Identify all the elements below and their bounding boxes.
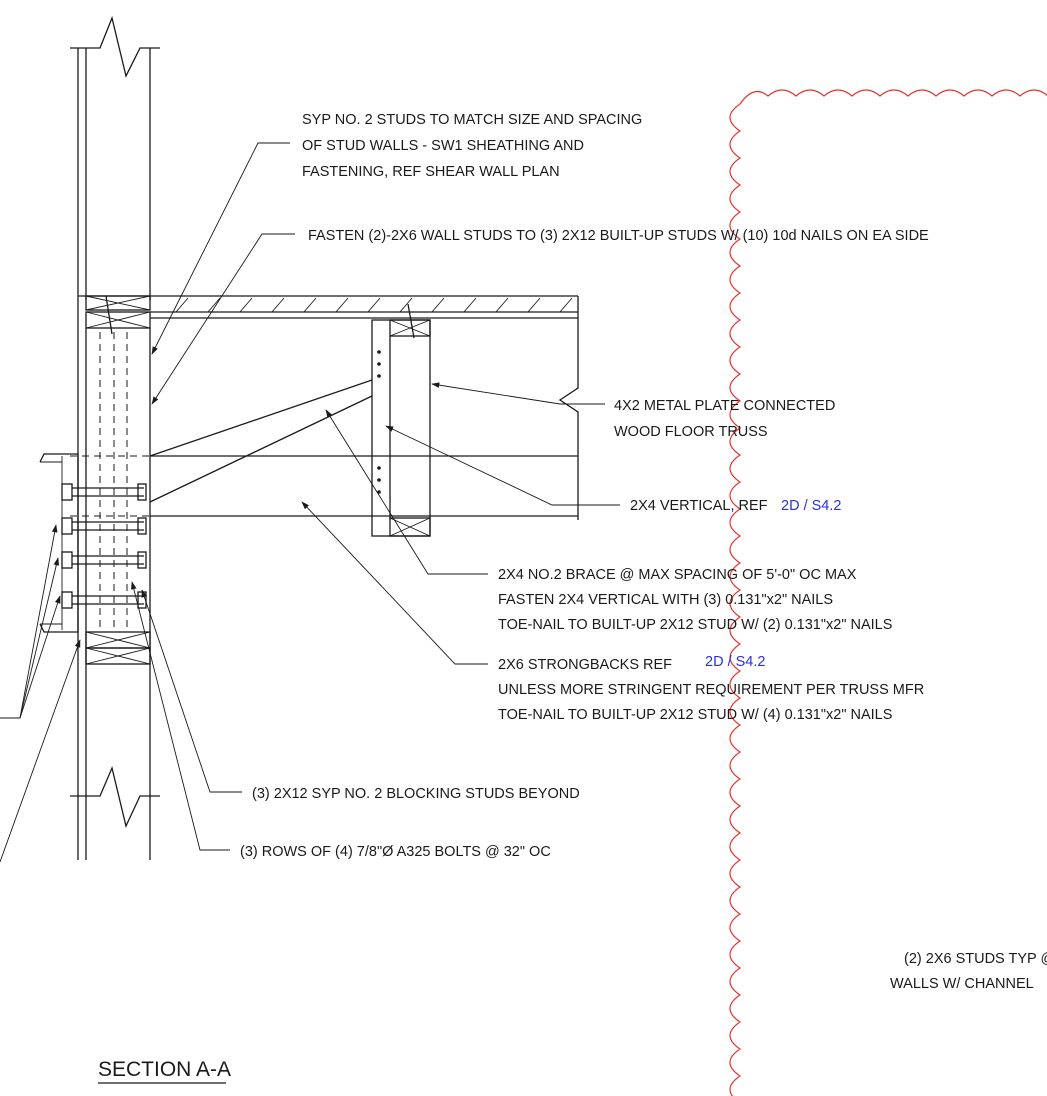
channel-section [39, 453, 79, 633]
bolt-row-4 [61, 591, 147, 609]
note-brace-line-1: 2X4 NO.2 BRACE @ MAX SPACING OF 5'-0" OC… [498, 567, 857, 583]
leader-left-1 [0, 524, 58, 719]
leader-lines [0, 142, 620, 863]
note-studs-line-1: SYP NO. 2 STUDS TO MATCH SIZE AND SPACIN… [302, 112, 642, 128]
note-bolts: (3) ROWS OF (4) 7/8"Ø A325 BOLTS @ 32" O… [240, 844, 551, 860]
leader-left-2 [0, 639, 81, 863]
steel-channel [39, 453, 147, 633]
note-studs-typ-line-1: (2) 2X6 STUDS TYP @ [904, 951, 1047, 967]
hatch-stroke [335, 297, 349, 313]
top-nail [105, 295, 113, 335]
hatch-stroke [367, 297, 381, 313]
hatch-stroke [463, 297, 477, 313]
blocking-lower [85, 647, 151, 665]
note-brace-line-3: TOE-NAIL TO BUILT-UP 2X12 STUD W/ (2) 0.… [498, 617, 892, 633]
leader-strongback [301, 501, 488, 665]
detail-ref-strongback[interactable]: 2D / S4.2 [705, 654, 765, 670]
hatch-stroke [239, 297, 253, 313]
notes: SYP NO. 2 STUDS TO MATCH SIZE AND SPACIN… [98, 112, 1047, 1084]
hatch-stroke [559, 297, 573, 313]
hatch-stroke [207, 297, 221, 313]
detail-ref-vertical[interactable]: 2D / S4.2 [781, 498, 841, 514]
note-fasten: FASTEN (2)-2X6 WALL STUDS TO (3) 2X12 BU… [308, 228, 929, 244]
leader-blocking [141, 589, 242, 793]
hatch-stroke [303, 297, 317, 313]
note-blocking: (3) 2X12 SYP NO. 2 BLOCKING STUDS BEYOND [252, 786, 580, 802]
revision-cloud [729, 89, 1047, 1096]
break-symbol-top [70, 15, 160, 78]
truss-web-diagonal-1 [149, 379, 373, 457]
note-vertical: 2X4 VERTICAL, REF [630, 498, 768, 514]
note-brace-line-2: FASTEN 2X4 VERTICAL WITH (3) 0.131"x2" N… [498, 592, 833, 608]
hatch-stroke [175, 297, 189, 313]
hatch-stroke [495, 297, 509, 313]
leader-vertical [385, 425, 620, 506]
hatch-stroke [271, 297, 285, 313]
note-truss-line-1: 4X2 METAL PLATE CONNECTED [614, 398, 835, 414]
break-symbol-bottom [70, 765, 160, 828]
wall-assembly [70, 15, 160, 860]
note-studs-typ-line-2: WALLS W/ CHANNEL [890, 976, 1034, 992]
note-strongback-line-2: UNLESS MORE STRINGENT REQUIREMENT PER TR… [498, 682, 924, 698]
note-strongback: 2X6 STRONGBACKS REF [498, 657, 672, 673]
note-strongback-line-3: TOE-NAIL TO BUILT-UP 2X12 STUD W/ (4) 0.… [498, 707, 892, 723]
bolt-row-3 [61, 551, 147, 569]
note-studs-line-3: FASTENING, REF SHEAR WALL PLAN [302, 164, 560, 180]
bolt-row-1 [61, 483, 147, 501]
hatch-stroke [431, 297, 445, 313]
leader-studs [151, 142, 290, 355]
revision-cloud-left [729, 103, 742, 1096]
note-studs-line-2: OF STUD WALLS - SW1 SHEATHING AND [302, 138, 584, 154]
truss-break [558, 296, 579, 520]
vertical-nail [407, 303, 415, 339]
bolt-row-2 [61, 517, 147, 535]
hatch-stroke [399, 297, 413, 313]
hatch-stroke [527, 297, 541, 313]
truss-web-diagonal-2 [149, 395, 373, 503]
leader-fasten [151, 233, 295, 405]
leader-truss [431, 382, 605, 405]
note-truss-line-2: WOOD FLOOR TRUSS [614, 424, 768, 440]
top-plate-lower [85, 311, 151, 329]
floor-sheathing-hatch [175, 297, 573, 313]
section-title: SECTION A-A [98, 1058, 231, 1081]
floor-truss [70, 295, 579, 537]
leader-bolts [131, 581, 230, 851]
revision-cloud-top [739, 89, 1047, 105]
leader-brace [325, 409, 488, 575]
